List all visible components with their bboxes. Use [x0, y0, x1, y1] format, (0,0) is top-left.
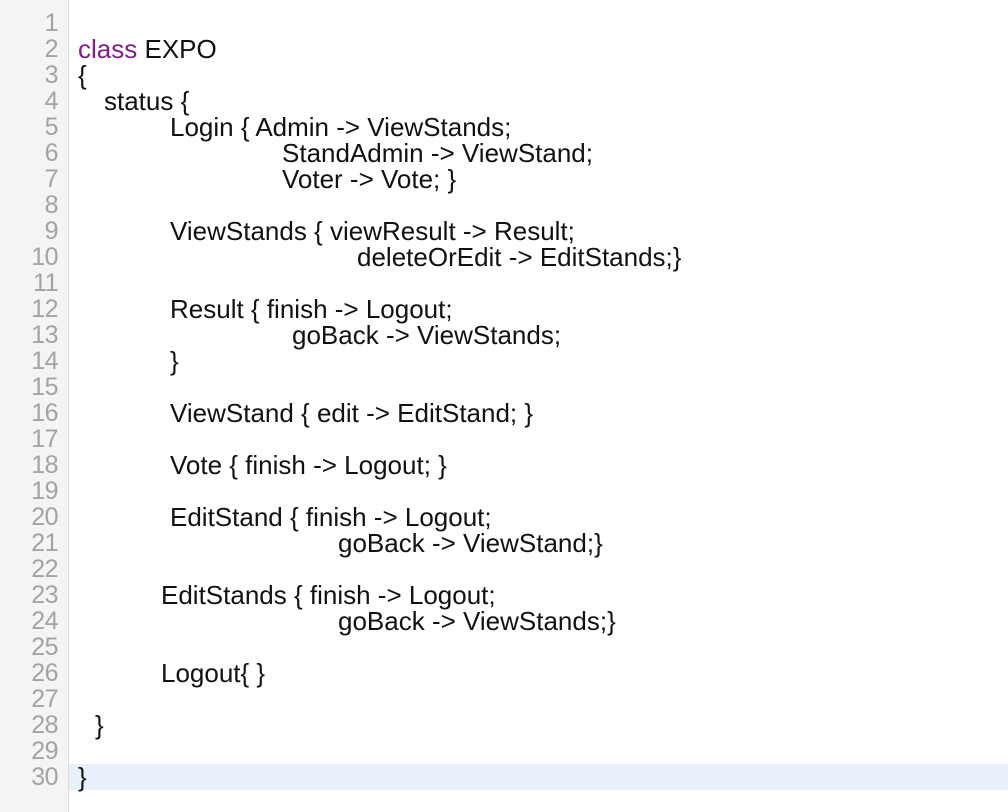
code-text[interactable]: } — [170, 346, 179, 376]
code-text[interactable]: StandAdmin -> ViewStand; — [282, 138, 593, 168]
line-number: 30 — [31, 763, 58, 791]
code-line[interactable]: 1 — [0, 10, 1008, 36]
code-text[interactable]: ViewStands { viewResult -> Result; — [170, 216, 575, 246]
code-line[interactable]: 7 Voter -> Vote; } — [0, 166, 1008, 192]
line-number: 11 — [33, 269, 58, 297]
code-line[interactable]: 21 goBack -> ViewStand;} — [0, 530, 1008, 556]
line-number: 21 — [31, 529, 58, 557]
line-number: 19 — [31, 477, 58, 505]
code-line[interactable]: 19 — [0, 478, 1008, 504]
line-number: 24 — [31, 607, 58, 635]
code-line[interactable]: 24 goBack -> ViewStands;} — [0, 608, 1008, 634]
code-text[interactable]: goBack -> ViewStands;} — [338, 606, 616, 636]
line-number: 3 — [44, 61, 59, 89]
code-line[interactable]: 22 — [0, 556, 1008, 582]
code-text[interactable]: Login { Admin -> ViewStands; — [170, 112, 512, 142]
code-line[interactable]: 6 StandAdmin -> ViewStand; — [0, 140, 1008, 166]
identifier-token: EXPO — [137, 34, 217, 64]
line-number: 12 — [31, 295, 58, 323]
line-number: 16 — [31, 399, 58, 427]
code-line[interactable]: 27 — [0, 686, 1008, 712]
line-number: 13 — [31, 321, 58, 349]
line-number: 18 — [31, 451, 58, 479]
line-number: 22 — [31, 555, 58, 583]
line-number: 25 — [31, 633, 58, 661]
code-text[interactable]: deleteOrEdit -> EditStands;} — [357, 242, 682, 272]
code-line[interactable]: 15 — [0, 374, 1008, 400]
code-text[interactable]: { — [78, 60, 87, 90]
code-line[interactable]: 14 } — [0, 348, 1008, 374]
line-number: 4 — [44, 87, 59, 115]
code-line[interactable]: 20 EditStand { finish -> Logout; — [0, 504, 1008, 530]
code-text[interactable]: ViewStand { edit -> EditStand; } — [170, 398, 534, 428]
code-line[interactable]: 16 ViewStand { edit -> EditStand; } — [0, 400, 1008, 426]
current-code-line[interactable]: 30 } — [0, 764, 1008, 790]
code-text[interactable]: } — [78, 762, 87, 792]
code-line[interactable]: 26 Logout{ } — [0, 660, 1008, 686]
code-text[interactable]: Voter -> Vote; } — [282, 164, 457, 194]
code-text[interactable]: EditStand { finish -> Logout; — [170, 502, 492, 532]
line-number: 15 — [31, 373, 58, 401]
code-line[interactable]: 25 — [0, 634, 1008, 660]
code-line[interactable]: 29 — [0, 738, 1008, 764]
line-number-gutter — [0, 0, 69, 812]
keyword-token: class — [78, 34, 138, 64]
line-number: 17 — [31, 425, 58, 453]
code-line[interactable]: 17 — [0, 426, 1008, 452]
code-text[interactable]: class EXPO — [78, 36, 217, 62]
line-number: 6 — [44, 139, 59, 167]
line-number: 9 — [44, 217, 59, 245]
line-number: 8 — [44, 191, 59, 219]
code-text[interactable]: status { — [104, 86, 190, 116]
code-text[interactable]: Result { finish -> Logout; — [170, 294, 453, 324]
code-text[interactable]: Vote { finish -> Logout; } — [170, 450, 447, 480]
code-line[interactable]: 23 EditStands { finish -> Logout; — [0, 582, 1008, 608]
line-number: 10 — [31, 243, 58, 271]
code-line[interactable]: 11 — [0, 270, 1008, 296]
code-line[interactable]: 28 } — [0, 712, 1008, 738]
code-line[interactable]: 18 Vote { finish -> Logout; } — [0, 452, 1008, 478]
code-line[interactable]: 12 Result { finish -> Logout; — [0, 296, 1008, 322]
code-text[interactable]: goBack -> ViewStand;} — [338, 528, 603, 558]
current-line-highlight — [69, 764, 1008, 790]
code-line[interactable]: 9 ViewStands { viewResult -> Result; — [0, 218, 1008, 244]
code-text[interactable]: EditStands { finish -> Logout; — [161, 580, 496, 610]
code-text[interactable]: } — [95, 710, 104, 740]
line-number: 28 — [31, 711, 58, 739]
code-line[interactable]: 13 goBack -> ViewStands; — [0, 322, 1008, 348]
line-number: 1 — [44, 9, 59, 37]
line-number: 27 — [31, 685, 58, 713]
line-number: 20 — [31, 503, 58, 531]
code-line[interactable]: 4 status { — [0, 88, 1008, 114]
code-line[interactable]: 2 class EXPO — [0, 36, 1008, 62]
line-number: 7 — [44, 165, 59, 193]
code-line[interactable]: 5 Login { Admin -> ViewStands; — [0, 114, 1008, 140]
code-line[interactable]: 8 — [0, 192, 1008, 218]
line-number: 2 — [44, 35, 59, 63]
code-text[interactable]: goBack -> ViewStands; — [292, 320, 562, 350]
code-line[interactable]: 3 { — [0, 62, 1008, 88]
line-number: 14 — [31, 347, 58, 375]
code-text[interactable]: Logout{ } — [161, 658, 266, 688]
code-line[interactable]: 10 deleteOrEdit -> EditStands;} — [0, 244, 1008, 270]
line-number: 5 — [44, 113, 59, 141]
line-number: 29 — [31, 737, 58, 765]
line-number: 23 — [31, 581, 58, 609]
line-number: 26 — [31, 659, 58, 687]
